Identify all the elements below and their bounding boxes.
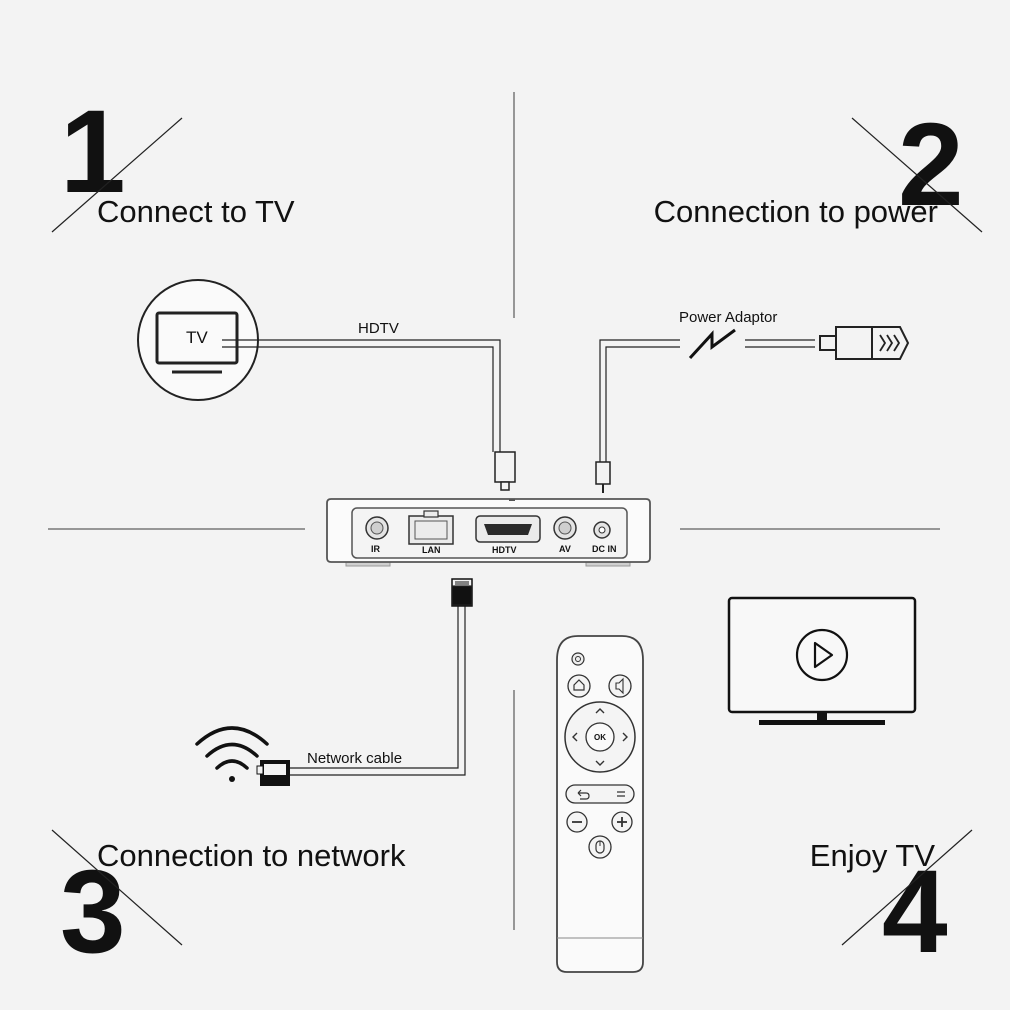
- lan-port: LAN: [408, 510, 454, 555]
- power-cable: [595, 339, 815, 493]
- dpad: OK: [564, 701, 636, 773]
- step-2: 2 Connection to power: [654, 99, 983, 233]
- step-1-slash: [51, 117, 183, 233]
- quadrant-dividers: [48, 92, 940, 930]
- av-port: AV: [553, 516, 577, 554]
- port-label-lan: LAN: [422, 545, 441, 555]
- home-icon: [567, 674, 591, 698]
- dc-in-port: DC IN: [592, 521, 617, 554]
- step-4-number: 4: [882, 846, 948, 978]
- back-menu-bar: [565, 784, 635, 804]
- port-label-ir: IR: [371, 544, 381, 554]
- back-icon: [577, 789, 590, 800]
- plus-icon: [611, 811, 633, 833]
- hdmi-cable-label: HDTV: [358, 320, 399, 337]
- ok-button-label: OK: [594, 733, 606, 742]
- network-cable-label: Network cable: [307, 750, 402, 767]
- network-plug: [256, 760, 290, 786]
- tv-icon: TV: [137, 279, 259, 401]
- minus-icon: [566, 811, 588, 833]
- step-3: 3 Connection to network: [51, 829, 406, 978]
- mouse-icon: [588, 835, 612, 859]
- step-4-title: Enjoy TV: [810, 838, 936, 873]
- step-2-number: 2: [898, 99, 964, 231]
- lightning-icon: [688, 328, 736, 360]
- step-3-slash: [51, 829, 183, 946]
- play-icon: [795, 628, 849, 682]
- volume-icon: [608, 674, 632, 698]
- network-cable: [290, 578, 473, 776]
- step-4-slash: [841, 829, 973, 946]
- step-1: 1 Connect to TV: [51, 86, 295, 233]
- step-2-slash: [851, 117, 983, 233]
- set-top-box: IR LAN HDTV AV DC IN: [326, 498, 651, 567]
- step-1-title: Connect to TV: [97, 194, 295, 229]
- monitor-icon: [727, 596, 917, 725]
- tv-icon-label: TV: [186, 328, 208, 347]
- power-button-icon: [571, 652, 585, 666]
- step-3-number: 3: [60, 846, 126, 978]
- port-label-dc-in: DC IN: [592, 544, 617, 554]
- ir-port: IR: [365, 516, 389, 554]
- remote: OK: [556, 635, 644, 973]
- power-cable-label: Power Adaptor: [679, 309, 777, 326]
- power-plug-icon: [819, 326, 910, 360]
- wifi-icon: [195, 726, 269, 782]
- port-label-hdtv: HDTV: [492, 545, 517, 555]
- port-label-av: AV: [559, 544, 571, 554]
- hdmi-cable: [222, 339, 516, 491]
- step-3-title: Connection to network: [97, 838, 406, 873]
- menu-icon: [617, 791, 625, 797]
- step-4: 4 Enjoy TV: [810, 829, 973, 978]
- step-2-title: Connection to power: [654, 194, 938, 229]
- hdtv-port: HDTV: [475, 515, 541, 555]
